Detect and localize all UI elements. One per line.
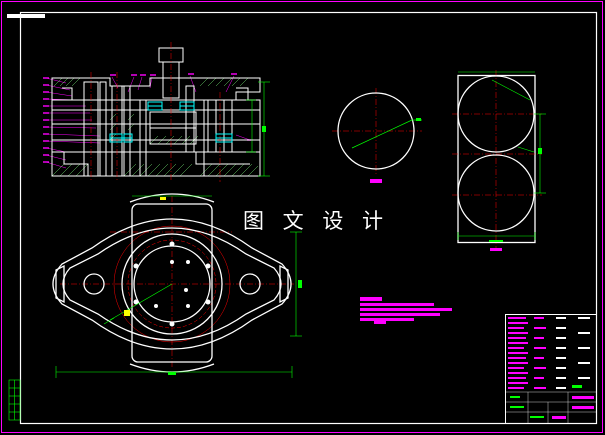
balloon-leaders [45, 75, 251, 169]
circle-detail-view [332, 88, 422, 183]
front-section-view [43, 42, 270, 182]
section-outline [51, 47, 261, 177]
section-bolts [109, 101, 233, 143]
top-plan-view [52, 193, 302, 378]
watermark-text: 图 文 设 计 [243, 209, 390, 233]
section-hatch [51, 77, 259, 177]
parts-list-values [556, 317, 590, 389]
parts-list-rows [508, 317, 594, 419]
notes-block [360, 297, 452, 324]
double-circle-side-view [452, 70, 546, 251]
section-dimensions [246, 81, 270, 177]
section-centerlines [90, 42, 221, 182]
side-revision-table [8, 379, 21, 421]
title-block [505, 314, 597, 424]
balloon-ticks [43, 73, 253, 163]
